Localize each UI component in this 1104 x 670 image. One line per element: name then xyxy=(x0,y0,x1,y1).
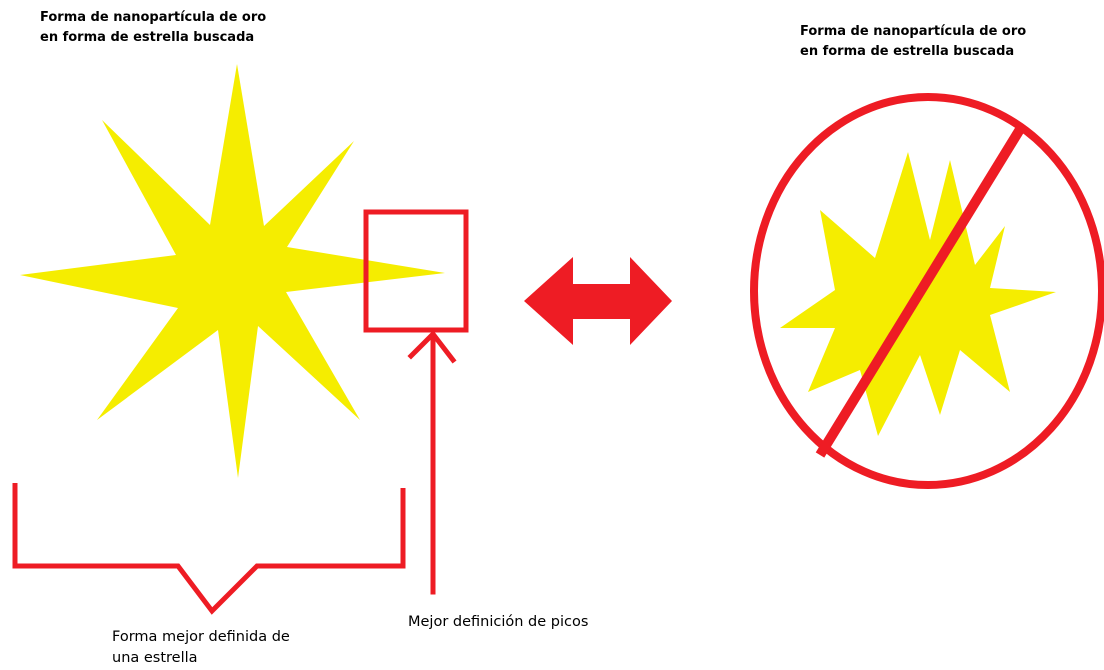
bracket-caption: Forma mejor definida de una estrella xyxy=(112,627,290,669)
left-title-line1: Forma de nanopartícula de oro xyxy=(40,10,267,25)
right-title-line2: en forma de estrella buscada xyxy=(800,44,1015,59)
left-title: Forma de nanopartícula de oro en forma d… xyxy=(40,8,330,48)
peak-pointer-arrow xyxy=(407,330,457,595)
right-title: Forma de nanopartícula de oro en forma d… xyxy=(800,22,1090,62)
no-sign-icon xyxy=(750,93,1104,489)
star-bracket xyxy=(12,483,406,615)
bracket-caption-line1: Forma mejor definida de xyxy=(112,629,290,645)
left-title-line2: en forma de estrella buscada xyxy=(40,30,255,45)
double-arrow-icon xyxy=(524,257,672,345)
right-title-line1: Forma de nanopartícula de oro xyxy=(800,24,1027,39)
peak-caption: Mejor definición de picos xyxy=(408,614,589,630)
bracket-caption-line2: una estrella xyxy=(112,650,198,666)
peak-highlight-box xyxy=(363,209,469,333)
desired-star-shape xyxy=(20,64,445,478)
